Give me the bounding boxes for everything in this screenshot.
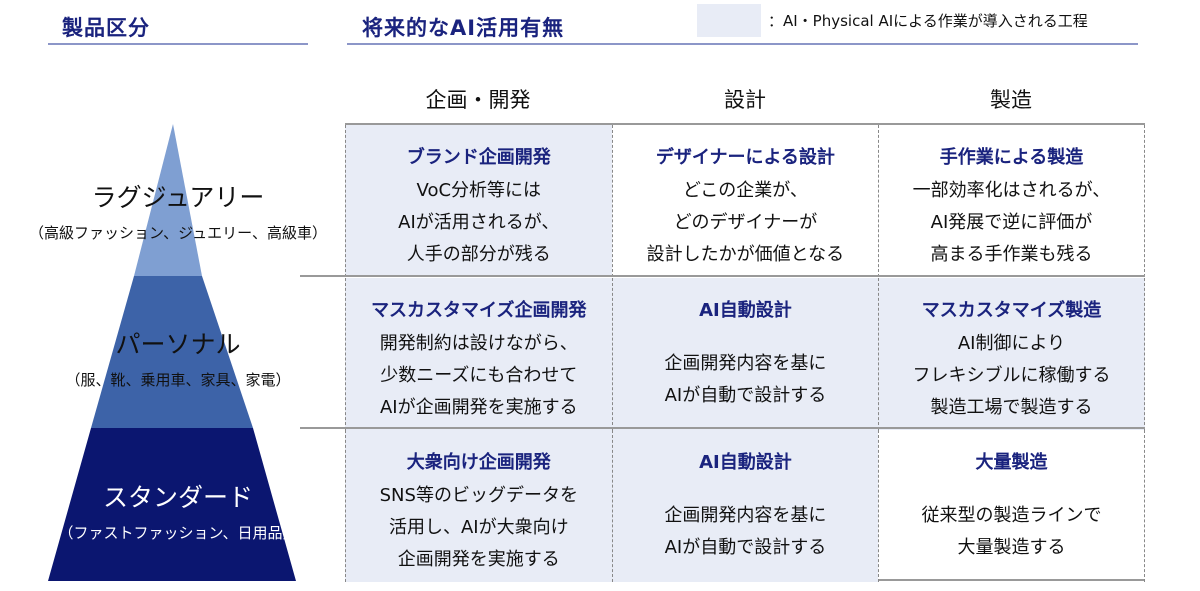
matrix-cell: マスカスタマイズ企画開発開発制約は設けながら、少数ニーズにも合わせて AIが企画開… [345,277,612,430]
description-line: 企画開発を実施する [397,549,560,571]
row-title: パーソナル [115,330,241,359]
description-line: AI発展で逆に評価が [930,212,1093,233]
cell-title: 大量製造 [975,452,1048,474]
row-subtitle: （服、靴、乗用車、家具、家電） [65,371,291,389]
cell-description: どこの企業が、どのデザイナーが設計したかが価値となる [613,175,879,271]
description-line: 少数ニーズにも合わせて [380,364,578,386]
row-label-standard: スタンダード （ファストファッション、日用品） [0,478,356,543]
cell-title: ブランド企画開発 [406,147,551,168]
row-divider [300,275,1145,277]
matrix-cell: ブランド企画開発 VoC分析等には AIが活用されるが、人手の部分が残る [345,125,612,277]
description-line: 開発制約は設けながら、 [379,332,578,354]
row-title: スタンダード [102,483,253,512]
description-line: 活用し、AIが大衆向け [388,517,569,539]
row-title: ラグジュアリー [91,183,265,212]
row-label-luxury: ラグジュアリー （高級ファッション、ジュエリー、高級車） [0,178,356,243]
row-subtitle: （高級ファッション、ジュエリー、高級車） [29,224,327,242]
ai-usage-heading: 将来的なAI活用有無 [362,16,565,40]
heading-underline [347,43,1138,45]
legend-text: ：AI・Physical AIによる作業が導入される工程 [768,12,1088,30]
description-line: AI制御により [957,332,1066,354]
description-line: 一部効率化はされるが、 [912,180,1111,201]
description-line: 人手の部分が残る [406,244,551,265]
description-line: AIが企画開発を実施する [379,396,578,418]
cell-title: 手作業による製造 [939,147,1084,168]
description-line: 大量製造する [957,537,1066,559]
description-line: 高まる手作業も残る [930,244,1093,265]
cell-title: AI自動設計 [699,299,792,321]
cell-description: 開発制約は設けながら、少数ニーズにも合わせて AIが企画開発を実施する [346,328,612,424]
cell-title: デザイナーによる設計 [655,147,835,168]
cell-title: マスカスタマイズ企画開発 [371,299,587,321]
cell-description: 従来型の製造ラインで大量製造する [879,500,1144,564]
matrix-cell: 大衆向け企画開発 SNS等のビッグデータを活用し、AIが大衆向け企画開発を実施する [345,430,612,583]
matrix-cell: 手作業による製造一部効率化はされるが、 AI発展で逆に評価が高まる手作業も残る [878,125,1145,277]
matrix-cell: AI自動設計企画開発内容を基に AIが自動で設計する [611,277,879,430]
description-line: どのデザイナーが [673,212,818,233]
column-header-planning: 企画・開発 [425,88,531,112]
description-line: SNS等のビッグデータを [379,485,578,507]
matrix-cell: マスカスタマイズ製造 AI制御によりフレキシブルに稼働する製造工場で製造する [878,277,1145,430]
cell-title: 大衆向け企画開発 [406,452,551,474]
column-header-design: 設計 [724,88,766,112]
cell-title: マスカスタマイズ製造 [921,299,1102,321]
row-subtitle: （ファストファッション、日用品） [58,524,298,542]
description-line: 従来型の製造ラインで [921,505,1102,527]
description-line: VoC分析等には [416,180,542,201]
description-line: 製造工場で製造する [930,396,1093,418]
matrix-grid: ブランド企画開発 VoC分析等には AIが活用されるが、人手の部分が残る デザイナーに… [345,123,1145,583]
matrix-cell: デザイナーによる設計どこの企業が、どのデザイナーが設計したかが価値となる [611,125,879,277]
legend-swatch [697,4,761,37]
description-line: AIが自動で設計する [664,537,827,559]
description-line: どこの企業が、 [682,180,808,201]
cell-description: 一部効率化はされるが、 AI発展で逆に評価が高まる手作業も残る [879,175,1144,271]
description-line: 設計したかが価値となる [646,244,845,265]
description-line: 企画開発内容を基に [664,505,827,527]
cell-title: AI自動設計 [699,452,792,474]
cell-description: 企画開発内容を基に AIが自動で設計する [613,500,879,564]
description-line: 企画開発内容を基に [664,352,827,374]
description-line: フレキシブルに稼働する [912,364,1111,386]
matrix-cell: AI自動設計企画開発内容を基に AIが自動で設計する [611,430,879,583]
cell-description: SNS等のビッグデータを活用し、AIが大衆向け企画開発を実施する [346,480,612,576]
cell-description: 企画開発内容を基に AIが自動で設計する [613,348,879,412]
product-category-heading: 製品区分 [62,16,150,40]
column-header-manufacturing: 製造 [990,88,1032,112]
heading-underline [48,43,308,45]
row-label-personal: パーソナル （服、靴、乗用車、家具、家電） [0,325,356,390]
description-line: AIが活用されるが、 [398,212,560,233]
cell-description: AI制御によりフレキシブルに稼働する製造工場で製造する [879,328,1144,424]
cell-description: VoC分析等には AIが活用されるが、人手の部分が残る [346,175,612,271]
description-line: AIが自動で設計する [664,384,827,406]
row-divider [300,427,1145,429]
matrix-cell: 大量製造従来型の製造ラインで大量製造する [878,430,1145,583]
